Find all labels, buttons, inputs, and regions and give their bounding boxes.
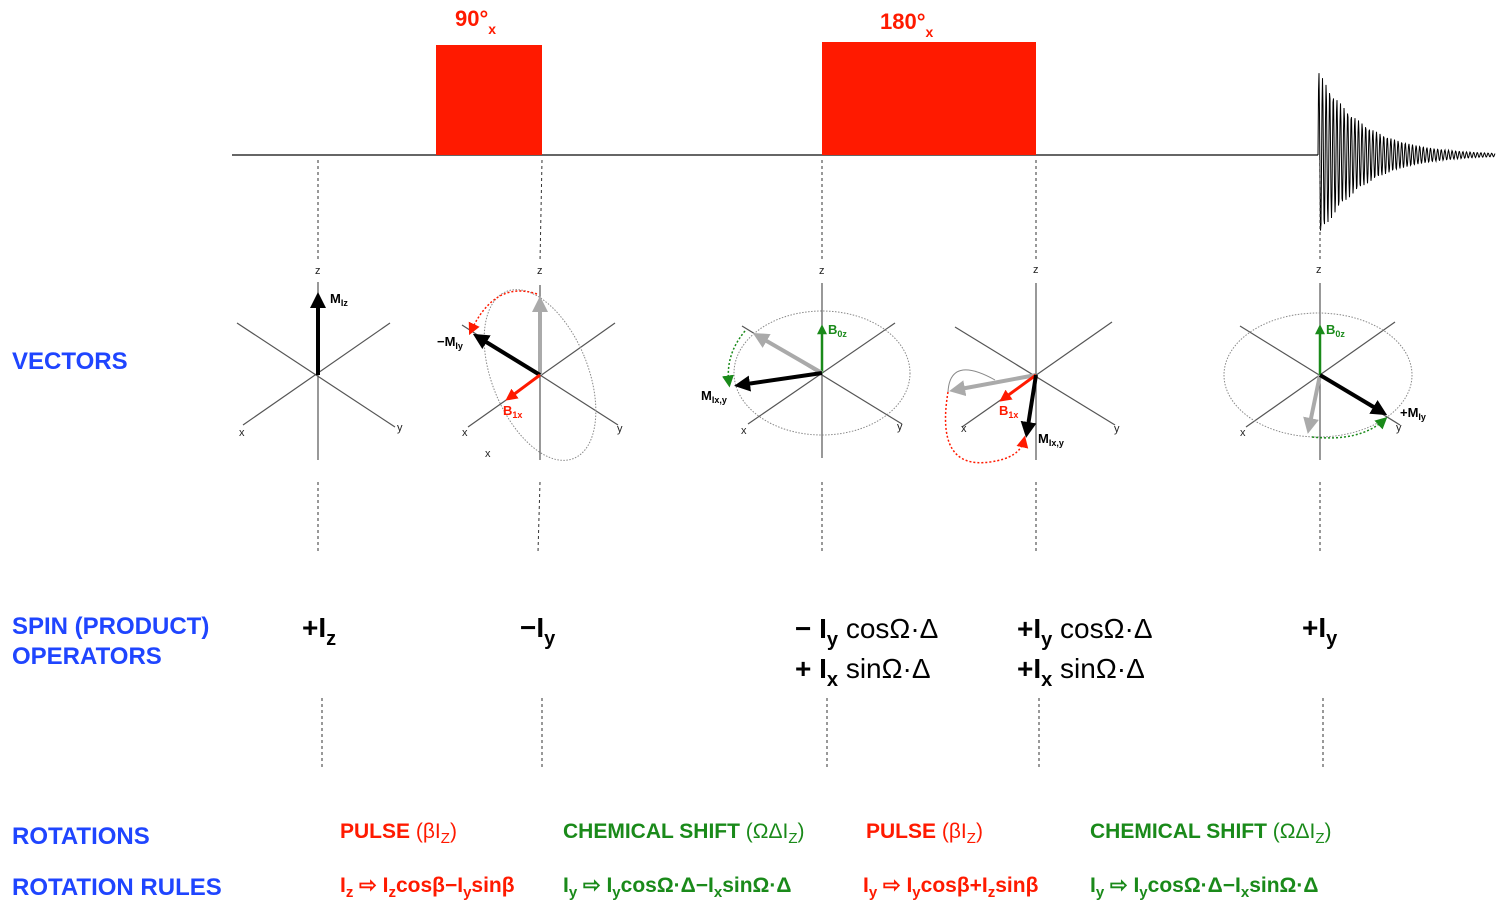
- vector-diagram-5: z x y B0z +MIy: [1223, 264, 1426, 460]
- svg-text:B1x: B1x: [999, 403, 1018, 420]
- pulse-90-label: 90°x: [455, 6, 496, 37]
- svg-text:y: y: [897, 421, 903, 433]
- vector-diagram-3: z x y B0z MIx,y: [701, 265, 911, 458]
- rotation-pulse-2: PULSE (βIZ): [866, 820, 983, 847]
- svg-text:z: z: [1316, 264, 1322, 276]
- row-label-spin-operators: SPIN (PRODUCT) OPERATORS: [12, 612, 209, 672]
- vector-diagram-2: z x x y −MIy B1x: [437, 265, 623, 461]
- vector-diagram-4: z x y B1x MIx,y: [944, 264, 1120, 464]
- operator-3b: + Ix sinΩ·Δ: [795, 653, 931, 691]
- svg-text:+MIy: +MIy: [1400, 405, 1426, 422]
- svg-text:x: x: [485, 448, 491, 460]
- svg-text:y: y: [1114, 423, 1120, 435]
- operator-1: +Iz: [302, 612, 337, 650]
- svg-text:x: x: [462, 427, 468, 439]
- operator-5: +Iy: [1302, 612, 1338, 650]
- row-label-vectors: VECTORS: [12, 348, 128, 375]
- svg-text:y: y: [1396, 422, 1402, 434]
- svg-text:B0z: B0z: [828, 322, 847, 339]
- svg-text:z: z: [537, 265, 543, 277]
- svg-text:y: y: [397, 422, 403, 434]
- svg-text:MIx,y: MIx,y: [701, 388, 727, 405]
- fid-signal: [1317, 73, 1496, 231]
- timepoint-guides: [317, 159, 1324, 768]
- svg-text:x: x: [239, 427, 245, 439]
- rule-2: Iy ⇨ IycosΩ·Δ−IxsinΩ·Δ: [563, 874, 792, 901]
- svg-text:−MIy: −MIy: [437, 334, 463, 351]
- svg-text:y: y: [617, 423, 623, 435]
- svg-text:x: x: [741, 425, 747, 437]
- guide-line: [537, 481, 541, 553]
- guide-line: [539, 159, 543, 263]
- row-label-rotation-rules: ROTATION RULES: [12, 874, 222, 901]
- svg-text:x: x: [1240, 427, 1246, 439]
- pulse-90x: [436, 45, 542, 155]
- svg-text:x: x: [961, 423, 967, 435]
- rotation-pulse-1: PULSE (βIZ): [340, 820, 457, 847]
- svg-text:B0z: B0z: [1326, 322, 1345, 339]
- row-label-rotations: ROTATIONS: [12, 823, 150, 850]
- rule-1: Iz ⇨ Izcosβ−Iysinβ: [340, 874, 515, 901]
- svg-text:B1x: B1x: [503, 403, 522, 420]
- rule-4: Iy ⇨ IycosΩ·Δ−IxsinΩ·Δ: [1090, 874, 1319, 901]
- svg-text:z: z: [819, 265, 825, 277]
- pulse-180x: [822, 42, 1036, 155]
- svg-text:z: z: [1033, 264, 1039, 276]
- operator-4b: +Ix sinΩ·Δ: [1017, 653, 1145, 691]
- svg-text:MIx,y: MIx,y: [1038, 431, 1064, 448]
- row-label-spin-line1: SPIN (PRODUCT): [12, 613, 210, 640]
- rotation-chemical-shift-2: CHEMICAL SHIFT (ΩΔIZ): [1090, 820, 1332, 847]
- row-label-spin-line2: OPERATORS: [12, 643, 162, 670]
- rotation-chemical-shift-1: CHEMICAL SHIFT (ΩΔIZ): [563, 820, 805, 847]
- operator-2: −Iy: [520, 612, 556, 650]
- pulse-180-label: 180°x: [880, 9, 934, 40]
- svg-text:z: z: [315, 265, 321, 277]
- vector-diagram-1: z x y MIz: [236, 265, 403, 460]
- operator-4a: +Iy cosΩ·Δ: [1017, 613, 1153, 651]
- operator-3a: − Iy cosΩ·Δ: [795, 613, 939, 651]
- rule-3: Iy ⇨ Iycosβ+Izsinβ: [863, 874, 1039, 901]
- svg-text:MIz: MIz: [330, 291, 348, 308]
